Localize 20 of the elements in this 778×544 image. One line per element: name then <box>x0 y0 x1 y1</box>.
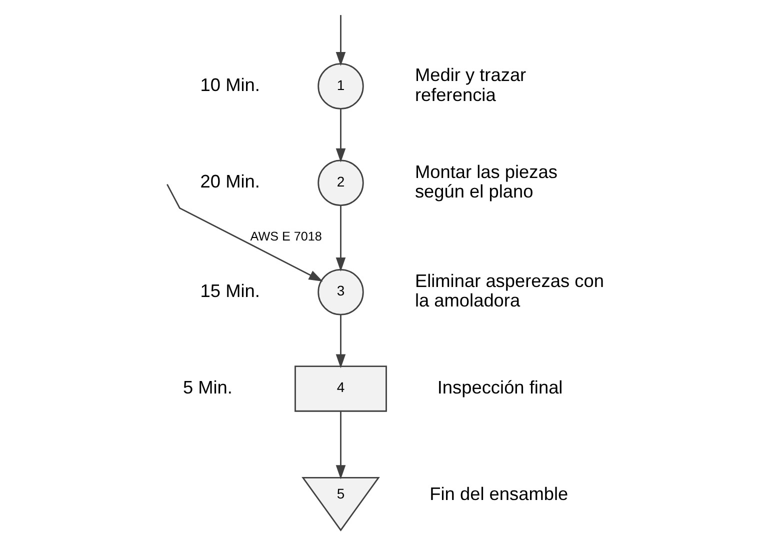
node-label: 20 Min. <box>200 172 260 192</box>
node-label: 10 Min. <box>200 75 260 96</box>
node-label: Medir y trazar referencia <box>414 65 526 105</box>
node-label: 15 Min. <box>200 280 260 301</box>
arrow <box>166 184 322 282</box>
node-label: Fin del ensamble <box>429 484 568 504</box>
arrow <box>335 108 346 162</box>
edge-label: AWS E 7018 <box>250 230 322 244</box>
node-box: 4 <box>294 366 386 412</box>
node-circle: 3 <box>317 269 364 316</box>
node-label: Eliminar asperezas con la amoladora <box>414 271 604 311</box>
arrow <box>335 314 346 368</box>
arrow <box>335 412 346 480</box>
node-circle: 1 <box>317 63 364 110</box>
arrow <box>335 205 346 272</box>
node-label: Montar las piezas según el plano <box>414 162 558 202</box>
node-circle: 2 <box>317 160 364 206</box>
node-label: Inspección final <box>436 377 562 398</box>
arrow <box>335 15 346 66</box>
node-label: 5 Min. <box>182 377 232 398</box>
